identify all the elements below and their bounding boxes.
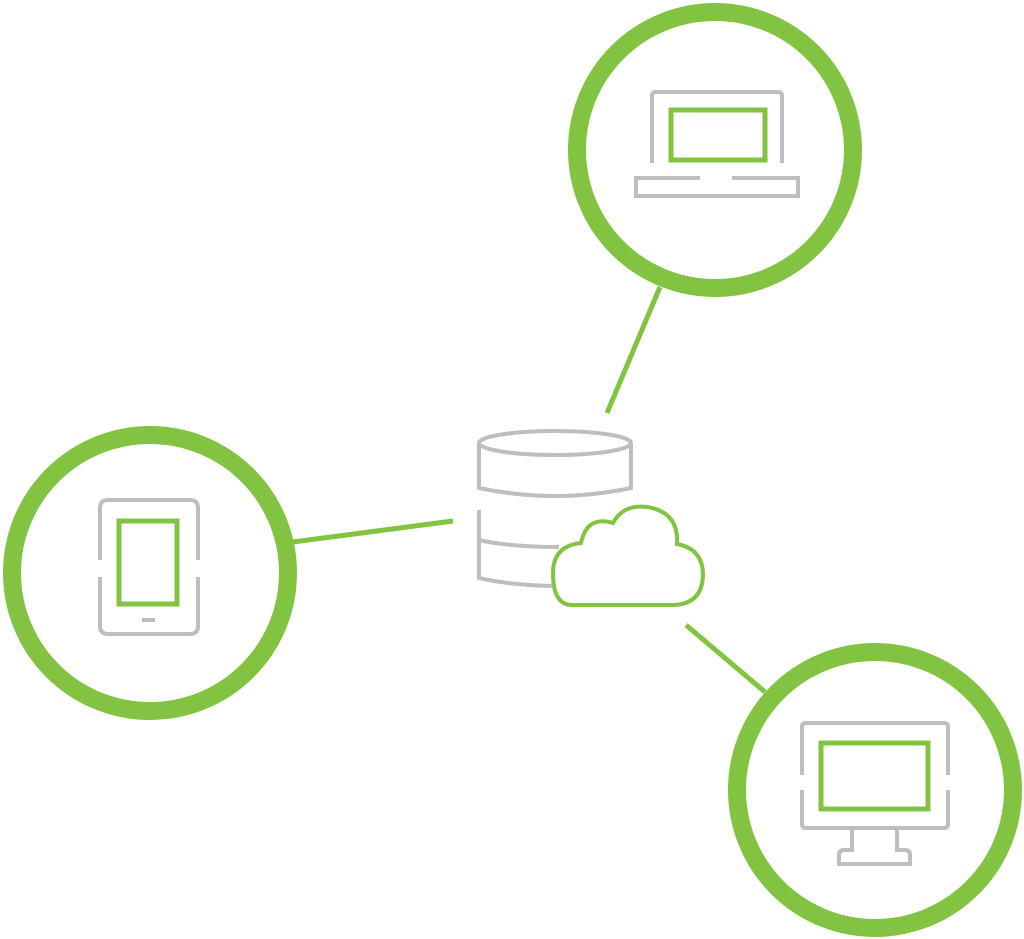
- laptop-icon: [634, 90, 800, 198]
- connector-monitor: [684, 623, 767, 694]
- cloud-icon: [550, 504, 706, 607]
- tablet-node-ring: [3, 426, 297, 720]
- database-icon: [477, 429, 633, 588]
- monitor-icon: [800, 721, 950, 866]
- connector-laptop: [604, 286, 663, 414]
- connector-tablet: [292, 518, 454, 545]
- tablet-icon: [98, 498, 200, 636]
- laptop-node-ring: [568, 3, 862, 297]
- monitor-node-ring: [728, 643, 1022, 937]
